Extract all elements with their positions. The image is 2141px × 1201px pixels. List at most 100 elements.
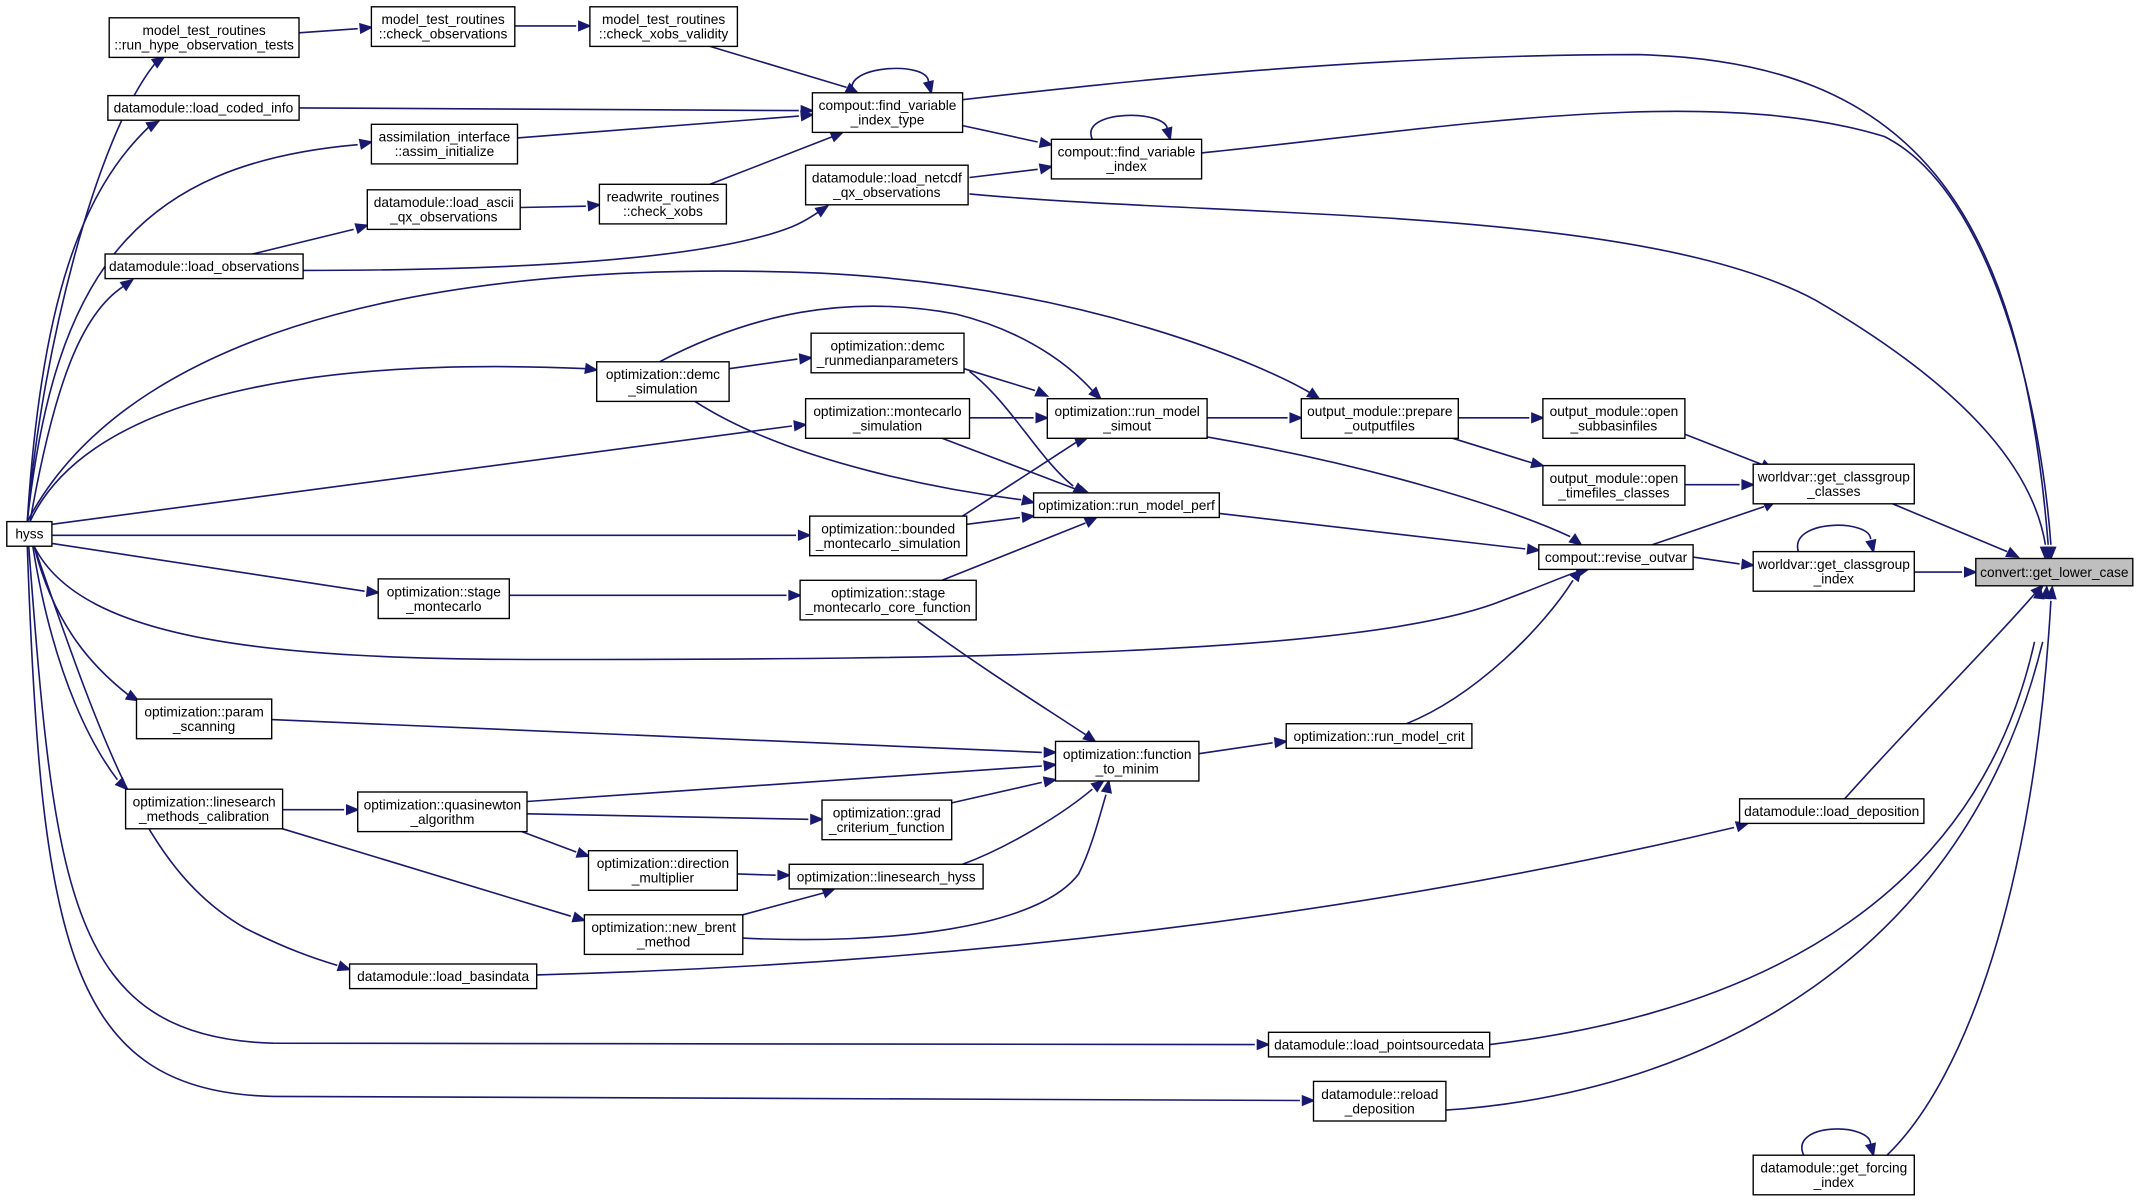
node-label: optimization::stage [831,586,945,601]
node-check-observations[interactable]: model_test_routines::check_observations [370,6,516,48]
edge-line [969,168,1038,179]
node-box [366,189,521,231]
node-load-netcdf-qx[interactable]: datamodule::load_netcdf_qx_observations [804,164,969,206]
node-load-observations[interactable]: datamodule::load_observations [104,253,304,280]
node-box [107,94,300,121]
edge-new_brent-to-function_to_minim [742,778,1112,941]
node-new-brent[interactable]: optimization::new_brent_method [583,914,744,956]
node-load-ascii-qx[interactable]: datamodule::load_ascii_qx_observations [366,189,521,231]
node-bounded-montecarlo[interactable]: optimization::bounded_montecarlo_simulat… [809,515,968,557]
node-run-model-perf[interactable]: optimization::run_model_perf [1032,492,1220,519]
edge-line [536,826,1735,976]
edge-line [742,794,1107,941]
node-box [1050,138,1203,180]
node-reload-deposition[interactable]: datamodule::reload_deposition [1312,1080,1447,1122]
node-label: _montecarlo [405,599,482,614]
edge-line [517,115,799,139]
node-box [598,183,728,225]
edge-check_observations-to-check_xobs_validity [514,20,592,32]
edge-line [33,545,338,967]
node-label: optimization::function [1063,747,1192,762]
node-get-forcing-index[interactable]: datamodule::get_forcing_index [1752,1154,1915,1196]
edge-run_model_perf-to-revise_outvar [1219,512,1541,555]
node-label: datamodule::load_pointsourcedata [1274,1037,1484,1052]
edge-hyss-to-assim_initialize [26,138,374,522]
node-label: ::check_xobs_validity [599,27,728,42]
node-box [370,123,519,165]
arrowhead [336,960,352,972]
node-run-hype-obs-tests[interactable]: model_test_routines::run_hype_observatio… [108,17,300,59]
node-box [1738,798,1925,825]
node-label: output_module::open [1550,471,1679,486]
node-label: datamodule::load_coded_info [114,101,294,116]
node-box [124,788,284,830]
arrowhead [571,911,587,923]
node-param-scanning[interactable]: optimization::param_scanning [135,698,273,740]
node-load-pointsourcedata[interactable]: datamodule::load_pointsourcedata [1267,1031,1491,1058]
edge-line [1198,742,1273,755]
edge-linesearch_methods-to-new_brent [282,828,587,923]
node-label: optimization::bounded [821,522,955,537]
node-revise-outvar[interactable]: compout::revise_outvar [1538,544,1694,571]
edge-open_timefiles_classes-to-get_classgroup_classes [1684,479,1756,491]
edge-line [1406,579,1574,725]
edge-demc_simulation-to-demc_runmedian [728,353,814,370]
node-label: datamodule::load_observations [109,259,299,274]
node-box [370,6,516,48]
node-load-deposition[interactable]: datamodule::load_deposition [1738,798,1925,825]
edge-line [694,400,1022,501]
edge-hyss-to-linesearch_methods [32,546,129,791]
node-label: readwrite_routines [607,190,720,205]
node-stage-montecarlo-core[interactable]: optimization::stage_montecarlo_core_func… [799,579,977,621]
node-find-variable-index-type[interactable]: compout::find_variable_index_type [811,92,964,134]
node-load-basindata[interactable]: datamodule::load_basindata [348,963,538,990]
node-demc-simulation[interactable]: optimization::demc_simulation [596,361,730,403]
node-open-timefiles-classes[interactable]: output_module::open_timefiles_classes [1542,464,1686,506]
node-assim-initialize[interactable]: assimilation_interface::assim_initialize [370,123,519,165]
node-label: assimilation_interface [379,130,511,145]
node-linesearch-methods[interactable]: optimization::linesearch_methods_calibra… [124,788,284,830]
node-get-classgroup-classes[interactable]: worldvar::get_classgroup_classes [1752,463,1915,505]
arrowhead [1306,387,1321,400]
node-load-coded-info[interactable]: datamodule::load_coded_info [107,94,300,121]
node-label: optimization::run_model [1055,404,1200,419]
edge-line [520,205,586,209]
edge-line [962,124,1038,143]
node-function-to-minim[interactable]: optimization::function_to_minim [1054,740,1200,782]
node-label: compout::find_variable [1058,145,1196,160]
node-box [821,799,953,841]
node-rw-check-xobs[interactable]: readwrite_routines::check_xobs [598,183,728,225]
node-montecarlo-simulation[interactable]: optimization::montecarlo_simulation [804,398,971,439]
node-box [1542,464,1686,506]
arrowhead [1740,558,1756,570]
edge-hyss-to-load_basindata [33,545,352,972]
node-find-variable-index[interactable]: compout::find_variable_index [1050,138,1203,180]
node-grad-criterium[interactable]: optimization::grad_criterium_function [821,799,953,841]
node-direction-multiplier[interactable]: optimization::direction_multiplier [587,850,738,891]
node-get-lower-case[interactable]: convert::get_lower_case [1975,557,2134,587]
node-linesearch-hyss[interactable]: optimization::linesearch_hyss [788,863,984,890]
edge-line [298,27,358,34]
node-label: output_module::prepare [1307,404,1452,419]
node-run-model-simout[interactable]: optimization::run_model_simout [1046,398,1208,439]
node-box [1032,492,1220,519]
edge-find_variable_index_type-to-find_variable_index_type [851,67,934,95]
edge-line [1206,436,1571,538]
node-run-model-crit[interactable]: optimization::run_model_crit [1285,723,1473,749]
edge-quasinewton-to-grad_criterium [527,813,825,825]
arrowhead [1100,778,1112,794]
node-hyss[interactable]: hyss [6,520,53,547]
arrowhead [584,362,599,374]
node-open-subbasinfiles[interactable]: output_module::open_subbasinfiles [1542,398,1686,439]
node-check-xobs-validity[interactable]: model_test_routines::check_xobs_validity [589,6,739,48]
node-get-classgroup-index[interactable]: worldvar::get_classgroup_index [1752,550,1915,592]
node-box [583,914,744,956]
edge-line [33,545,1578,661]
edge-line [1651,505,1765,546]
node-quasinewton[interactable]: optimization::quasinewton_algorithm [357,791,528,833]
node-label: _qx_observations [389,210,497,225]
edge-get_classgroup_index-to-get_classgroup_index [1796,524,1877,554]
node-prepare-outputfiles[interactable]: output_module::prepare_outputfiles [1300,398,1459,439]
node-demc-runmedian[interactable]: optimization::demc_runmedianparameters [810,332,965,374]
node-stage-montecarlo[interactable]: optimization::stage_montecarlo [377,578,510,620]
